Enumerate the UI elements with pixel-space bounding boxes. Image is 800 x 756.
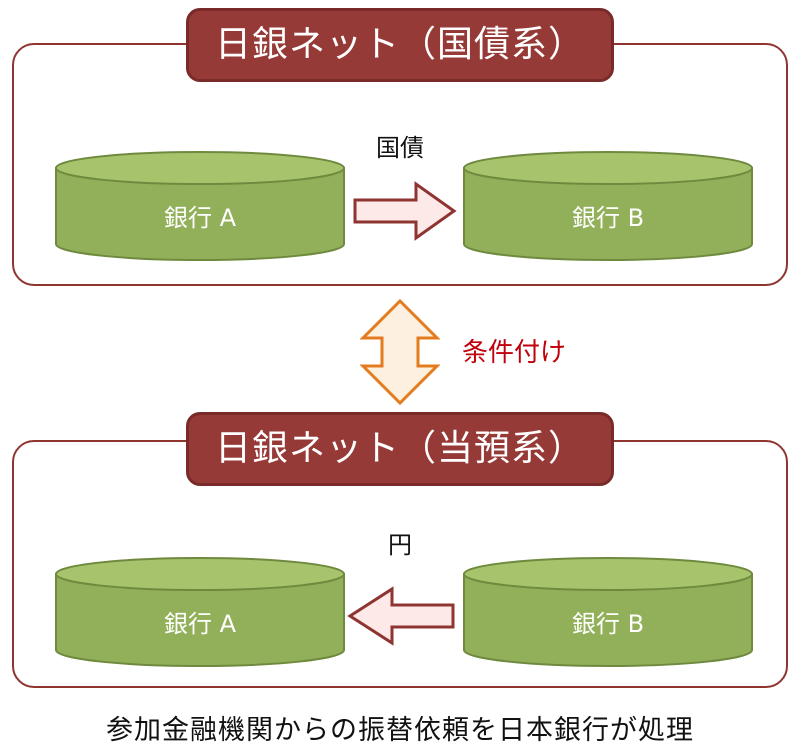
top-bank-a-drum: 銀行 A — [54, 150, 346, 262]
condition-double-arrow — [360, 298, 440, 406]
bottom-bank-a-drum: 銀行 A — [54, 556, 346, 668]
top-bank-a-label: 銀行 A — [163, 204, 237, 232]
condition-label: 条件付け — [462, 338, 567, 368]
bottom-transfer-arrow — [347, 586, 455, 646]
top-bank-b-label: 銀行 B — [571, 204, 645, 232]
top-transfer-arrow — [353, 181, 457, 241]
top-flow-label: 国債 — [376, 134, 424, 162]
bottom-bank-b-label: 銀行 B — [571, 610, 645, 638]
bottom-system-header: 日銀ネット（当預系） — [186, 412, 614, 486]
bottom-bank-b-drum: 銀行 B — [462, 556, 754, 668]
top-system-header: 日銀ネット（国債系） — [186, 8, 614, 82]
bottom-flow-label: 円 — [388, 531, 412, 559]
top-bank-b-drum: 銀行 B — [462, 150, 754, 262]
bottom-bank-a-label: 銀行 A — [163, 610, 237, 638]
diagram-caption: 参加金融機関からの振替依頼を日本銀行が処理 — [106, 715, 694, 746]
